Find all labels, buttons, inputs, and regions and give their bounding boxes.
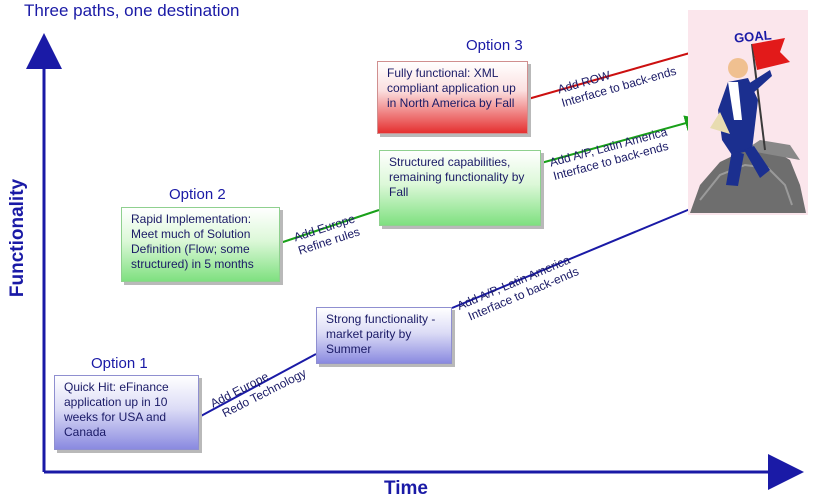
- path-blue-segment-2: [451, 199, 711, 309]
- option-2-box: Rapid Implementation: Meet much of Solut…: [121, 207, 280, 282]
- path-red-segment: [527, 40, 722, 100]
- path-blue-segment-1: [198, 353, 317, 418]
- option-3-box: Fully functional: XML compliant applicat…: [377, 61, 528, 134]
- y-axis-label: Functionality: [7, 178, 28, 298]
- slide-title: Three paths, one destination: [24, 1, 240, 20]
- milestone-structured-capabilities-box: Structured capabilities, remaining funct…: [379, 150, 541, 226]
- milestone-strong-functionality-box: Strong functionality - market parity by …: [316, 307, 452, 364]
- path-green-segment-1: [279, 209, 380, 244]
- x-axis-label: Time: [384, 478, 429, 499]
- option-2-label: Option 2: [169, 186, 226, 203]
- option-3-label: Option 3: [466, 37, 523, 54]
- option-1-box: Quick Hit: eFinance application up in 10…: [54, 375, 199, 450]
- path-green-segment-2: [540, 115, 701, 164]
- option-1-label: Option 1: [91, 355, 148, 372]
